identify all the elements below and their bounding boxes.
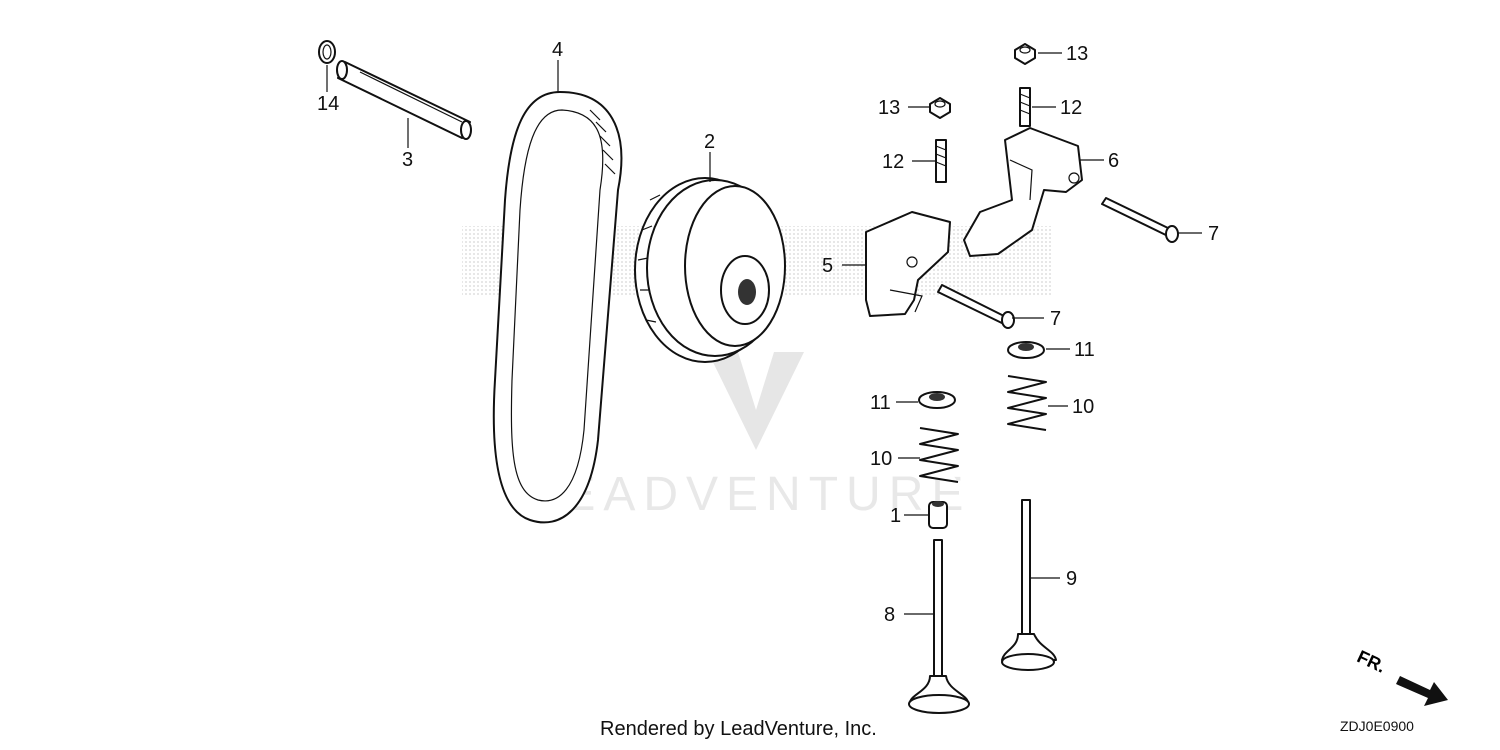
callout-4: 4 (552, 39, 563, 61)
callout-2: 2 (704, 131, 715, 153)
callout-6: 6 (1108, 150, 1119, 172)
part-10-spring-right (1007, 375, 1047, 431)
diagram-code: ZDJ0E0900 (1340, 718, 1414, 734)
callout-11-left: 11 (870, 392, 891, 414)
part-8-intake-valve (908, 539, 970, 714)
part-4-timing-belt (492, 91, 623, 524)
watermark-text: LEADVENTURE (529, 468, 972, 521)
callout-5: 5 (822, 255, 833, 277)
callout-13-upper: 13 (1066, 43, 1088, 65)
part-9-exhaust-valve (1001, 499, 1057, 671)
part-12-screw-lower (935, 139, 947, 183)
callout-3: 3 (402, 149, 413, 171)
part-11-retainer-left (918, 391, 956, 409)
part-10-spring-left (919, 427, 959, 483)
part-14-o-ring (318, 40, 336, 64)
part-6-rocker-arm (963, 127, 1083, 257)
arrow-right-icon (1396, 676, 1448, 706)
front-label: FR. (1354, 646, 1389, 676)
callout-12-upper: 12 (1060, 97, 1082, 119)
part-11-retainer-right (1007, 341, 1045, 359)
part-13-nut-lower (929, 97, 951, 119)
part-13-nut-upper (1014, 43, 1036, 65)
front-direction-marker: FR. (1354, 646, 1448, 706)
callout-7-lower: 7 (1050, 308, 1061, 330)
callout-13-lower: 13 (878, 97, 900, 119)
part-1-stem-seal (928, 501, 948, 529)
callout-7-upper: 7 (1208, 223, 1219, 245)
callouts: 14 3 4 2 13 13 12 12 6 7 5 7 11 11 10 10… (317, 39, 1219, 626)
part-5-rocker-arm (865, 211, 951, 317)
callout-9: 9 (1066, 568, 1077, 590)
part-2-cam-pulley (634, 177, 786, 363)
part-3-shaft (336, 60, 472, 140)
callout-8: 8 (884, 604, 895, 626)
leader-lines (326, 52, 1202, 615)
part-7-bolt-upper (1101, 197, 1179, 243)
callout-12-lower: 12 (882, 151, 904, 173)
footer-credit: Rendered by LeadVenture, Inc. (600, 718, 877, 740)
part-7-bolt-lower (937, 284, 1015, 329)
callout-1: 1 (890, 505, 901, 527)
callout-14: 14 (317, 93, 339, 115)
part-12-screw-upper (1019, 87, 1031, 127)
watermark-logo (708, 352, 804, 450)
callout-10-left: 10 (870, 448, 892, 470)
callout-10-right: 10 (1072, 396, 1094, 418)
callout-11-right: 11 (1074, 339, 1095, 361)
